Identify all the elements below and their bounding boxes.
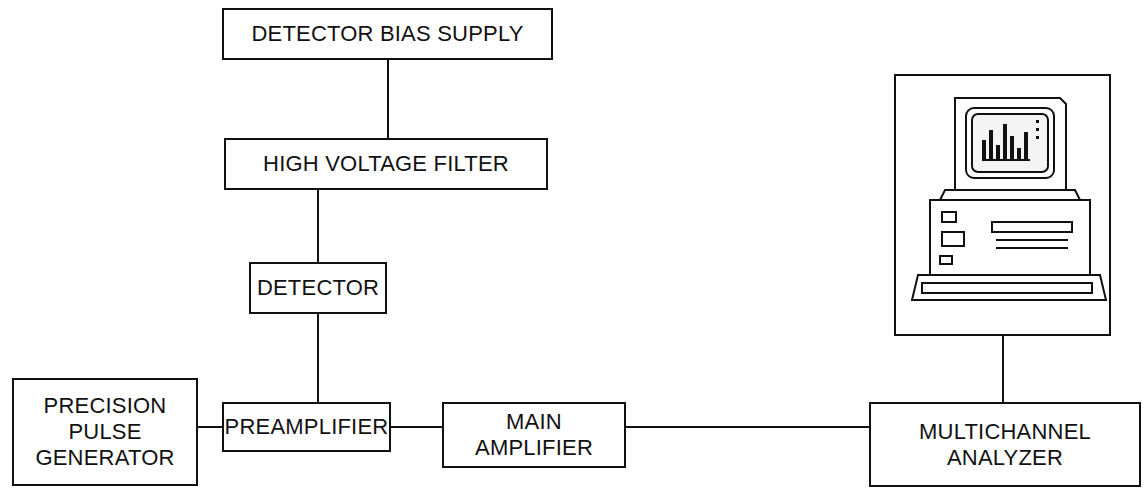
- amplifier-box: MAIN AMPLIFIER: [442, 402, 626, 468]
- box-label: PREAMPLIFIER: [225, 414, 389, 440]
- connector-line: [317, 314, 319, 402]
- connector-line: [391, 426, 442, 428]
- box-label: PRECISION PULSE GENERATOR: [22, 393, 188, 471]
- connector-line: [317, 190, 319, 262]
- connector-line: [387, 60, 389, 138]
- box-label: MAIN AMPLIFIER: [452, 409, 616, 461]
- analyzer-box: MULTICHANNEL ANALYZER: [869, 402, 1141, 487]
- pulse-generator-box: PRECISION PULSE GENERATOR: [12, 378, 198, 486]
- preamplifier-box: PREAMPLIFIER: [222, 402, 391, 452]
- box-label: DETECTOR: [257, 275, 379, 301]
- box-label: MULTICHANNEL ANALYZER: [879, 419, 1131, 471]
- cable-line: [1002, 335, 1004, 402]
- box-label: DETECTOR BIAS SUPPLY: [251, 21, 523, 47]
- bias-supply-box: DETECTOR BIAS SUPPLY: [222, 8, 553, 60]
- filter-box: HIGH VOLTAGE FILTER: [224, 138, 548, 190]
- connector-line: [626, 426, 869, 428]
- box-label: HIGH VOLTAGE FILTER: [263, 151, 509, 177]
- detector-box: DETECTOR: [249, 262, 387, 314]
- connector-line: [198, 426, 222, 428]
